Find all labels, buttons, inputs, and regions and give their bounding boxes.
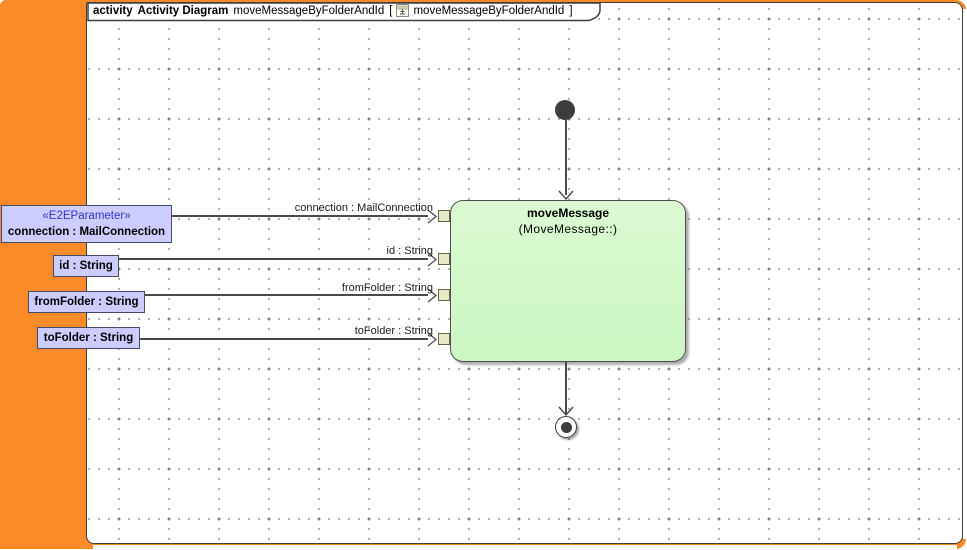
object-flow-fromFolder[interactable] xyxy=(145,294,428,296)
tab-close-bracket: ] xyxy=(569,5,573,17)
input-pin-id[interactable] xyxy=(438,253,450,265)
edge-label-fromFolder[interactable]: fromFolder : String xyxy=(341,282,433,294)
activity-diagram-icon xyxy=(396,3,410,21)
parameter-stereotype: «E2EParameter» xyxy=(42,210,131,222)
arrowhead-down-icon xyxy=(558,406,574,416)
activity-final-node[interactable] xyxy=(555,416,577,438)
tab-keyword: activity xyxy=(93,5,133,17)
activity-node-moveMessage[interactable]: moveMessage (MoveMessage::) xyxy=(450,200,686,362)
parameter-node-id[interactable]: id : String xyxy=(53,255,119,277)
arrowhead-down-icon xyxy=(558,190,574,200)
edge-label-connection[interactable]: connection : MailConnection xyxy=(294,202,433,214)
arrowhead-right-icon xyxy=(427,209,438,224)
parameter-name: toFolder : String xyxy=(43,332,134,344)
control-flow-initial[interactable] xyxy=(565,120,567,195)
object-flow-id[interactable] xyxy=(119,258,428,260)
tab-context-name: moveMessageByFolderAndId xyxy=(413,5,565,17)
final-node-inner-dot xyxy=(560,421,572,433)
bottom-margin xyxy=(93,545,957,550)
parameter-node-connection[interactable]: «E2EParameter» connection : MailConnecti… xyxy=(1,205,172,243)
edge-label-toFolder[interactable]: toFolder : String xyxy=(354,325,433,337)
tab-label: activity Activity Diagram moveMessageByF… xyxy=(93,3,603,21)
diagram-frame-tab[interactable] xyxy=(86,2,608,22)
activity-subtitle: (MoveMessage::) xyxy=(518,222,618,236)
tab-open-bracket: [ xyxy=(389,5,393,17)
tab-diagram-name: moveMessageByFolderAndId xyxy=(233,5,385,17)
object-flow-connection[interactable] xyxy=(172,215,428,217)
activity-title: moveMessage xyxy=(526,206,610,220)
tab-shape xyxy=(87,2,601,22)
arrowhead-right-icon xyxy=(427,288,438,303)
parameter-node-fromFolder[interactable]: fromFolder : String xyxy=(28,291,145,313)
parameter-node-toFolder[interactable]: toFolder : String xyxy=(37,327,140,349)
input-pin-connection[interactable] xyxy=(438,210,450,222)
object-flow-toFolder[interactable] xyxy=(140,338,428,340)
tab-diagram-kind: Activity Diagram xyxy=(137,5,229,17)
edge-label-id[interactable]: id : String xyxy=(386,245,433,257)
right-margin xyxy=(963,9,967,539)
parameter-name: connection : MailConnection xyxy=(7,226,166,238)
arrowhead-right-icon xyxy=(427,252,438,267)
parameter-name: id : String xyxy=(59,260,113,272)
parameter-name: fromFolder : String xyxy=(34,296,139,308)
control-flow-final[interactable] xyxy=(565,362,567,414)
input-pin-fromFolder[interactable] xyxy=(438,289,450,301)
arrowhead-right-icon xyxy=(427,332,438,347)
input-pin-toFolder[interactable] xyxy=(438,333,450,345)
initial-node[interactable] xyxy=(555,100,575,120)
